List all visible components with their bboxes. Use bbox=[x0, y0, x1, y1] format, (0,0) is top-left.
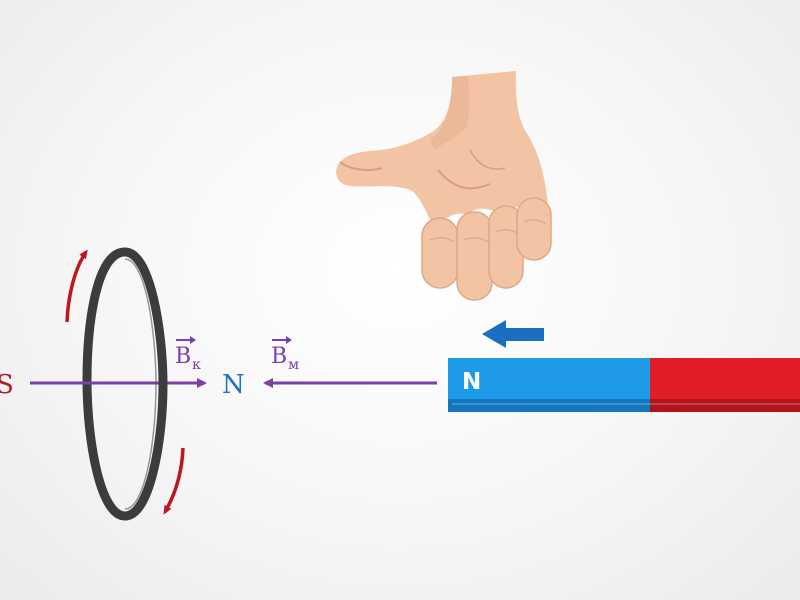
bar-magnet bbox=[448, 358, 800, 412]
arrow-left-icon bbox=[482, 320, 544, 348]
hand-icon bbox=[336, 71, 552, 301]
hand-finger-2 bbox=[456, 211, 493, 301]
current-arrow-top bbox=[65, 249, 88, 323]
coil-pole-label: S bbox=[0, 370, 14, 400]
coil-ring-back bbox=[82, 247, 126, 521]
coil-field-vector-label: Bк bbox=[175, 336, 201, 372]
magnet-north-face-top bbox=[448, 358, 650, 399]
hand-finger-1 bbox=[421, 217, 459, 289]
magnet-field-vector-label: Bм bbox=[271, 336, 299, 372]
current-arrow-bottom bbox=[163, 447, 185, 515]
magnet-south-face-bottom bbox=[650, 399, 800, 412]
magnet-north-face-bottom bbox=[448, 399, 650, 412]
magnet-south-face-top bbox=[650, 358, 800, 399]
coil-field-pole-label: N bbox=[222, 370, 245, 400]
coil-ring-front bbox=[124, 247, 168, 521]
magnet-pole-label: N bbox=[462, 369, 482, 395]
hand-finger-4 bbox=[516, 197, 552, 261]
